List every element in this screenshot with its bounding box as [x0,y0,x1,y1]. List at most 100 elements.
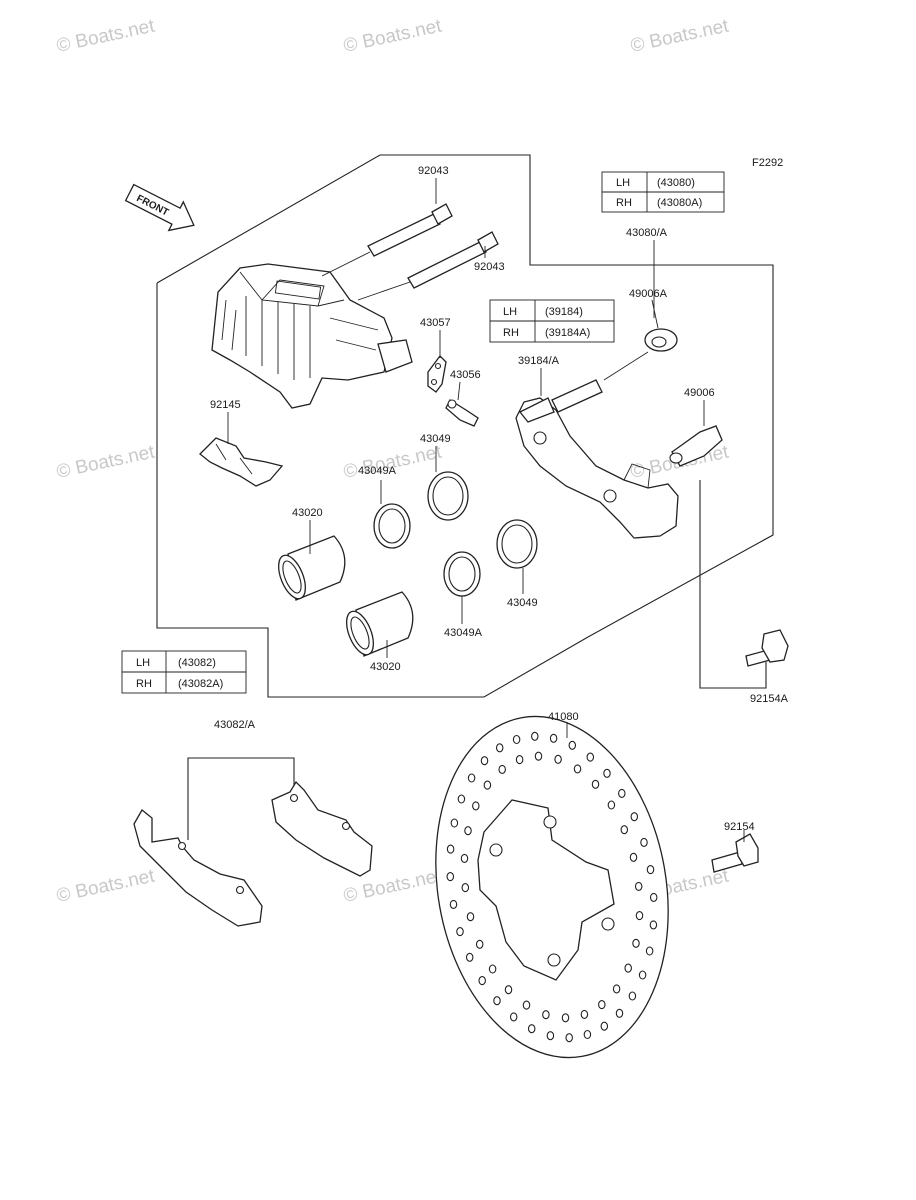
callout-label: 92145 [210,399,241,411]
table-part: (43082A) [178,678,223,690]
leader-line [321,251,371,277]
pad-spring [199,437,284,487]
disc-hole [467,773,476,783]
callout-label: 39184/A [518,355,560,367]
callout-label: 92043 [418,165,449,177]
disc-hole [456,927,464,937]
watermarks: © Boats.net © Boats.net © Boats.net © Bo… [55,16,731,907]
disc-hole [629,852,638,862]
disc-hole [509,1012,518,1022]
assembly-outline [156,154,774,698]
table-part: (43080A) [657,197,702,209]
table-side: LH [616,177,630,189]
disc-hole [475,939,484,949]
caliper-spring [427,355,447,393]
disc-hole [646,865,655,875]
disc-hole [607,800,616,810]
disc-hole [586,752,595,762]
table-side: LH [136,657,150,669]
disc-hole [498,764,506,774]
callout-label: 92043 [474,261,505,273]
disc-hole [466,912,475,922]
disc-hole [649,920,658,930]
piston-seal [427,471,469,521]
disc-hole [580,1009,589,1019]
leader-line [699,480,767,689]
disc-hole [634,881,643,891]
disc-hole [549,733,558,743]
disc-hole [603,768,611,778]
table-part: (43080) [657,177,695,189]
disc-hole [534,751,543,761]
disc-hole [515,755,524,765]
disc-hole [465,952,474,962]
disc-hole [632,938,640,948]
dust-seal [443,551,481,597]
disc-hole [483,780,492,790]
watermark: © Boats.net [629,16,731,57]
disc-hole [598,1000,606,1010]
disc-hole [565,1033,573,1043]
disc-hole [546,1031,555,1041]
callout-label: 92154 [724,821,755,833]
disc-hole [531,731,539,741]
callout-label: 43049A [444,627,483,639]
leader-line [187,757,295,840]
callout-label: 49006 [684,387,715,399]
caliper-pin [407,231,499,289]
table-side: RH [503,327,519,339]
disc-hole [615,1008,624,1018]
disc-hole [624,963,632,973]
disc-hole [620,825,629,835]
boot-49006 [669,425,723,467]
table-side: RH [136,678,152,690]
caliper-bracket [515,379,679,539]
disc-hole [568,740,577,750]
disc-hole [600,1021,609,1031]
disc-hole [449,899,458,909]
figure-code: F2292 [752,157,783,169]
disc-hole [583,1029,592,1040]
disc-hole [635,911,644,921]
brake-pad [133,809,263,927]
brake-pad [271,780,373,877]
brake-disc [435,715,669,1059]
piston-seal [496,519,538,569]
dust-seal [373,503,411,549]
disc-hole [638,970,647,980]
disc-hole [480,756,489,766]
disc-hole [573,764,582,774]
callout-label: 43049A [358,465,397,477]
callout-label: 43020 [370,661,401,673]
disc-hole [457,794,466,804]
disc-hole [554,754,562,764]
bracket-table: LH (39184) RH (39184A) [489,299,615,343]
callout-labels: 92043 92043 43080/A 49006A 43057 43056 3… [210,165,789,833]
table-side: LH [503,306,517,318]
bleeder-valve [445,399,479,427]
callout-label: 49006A [629,288,668,300]
piston [345,591,414,657]
table-part: (39184A) [545,327,590,339]
caliper-pin [367,203,453,257]
disc-hole [527,1024,536,1034]
disc-hole [460,853,469,863]
disc-hole [464,826,472,836]
leader-lines [227,178,745,842]
disc-hole [612,984,621,994]
caliper-body [211,263,413,409]
bolt-92154a [745,629,789,667]
callout-label: 43080/A [626,227,668,239]
front-arrow-icon: FRONT [124,183,195,232]
watermark: © Boats.net [342,16,444,57]
disc-hole [446,844,455,854]
caliper-assy-table: LH (43080) RH (43080A) [601,171,725,213]
disc-hole [488,964,497,974]
disc-hole [446,872,455,882]
bolt-92154 [711,833,759,873]
disc-hole [461,883,470,893]
callout-label: 43057 [420,317,451,329]
leader-line [357,281,411,301]
disc-hole [512,734,521,745]
